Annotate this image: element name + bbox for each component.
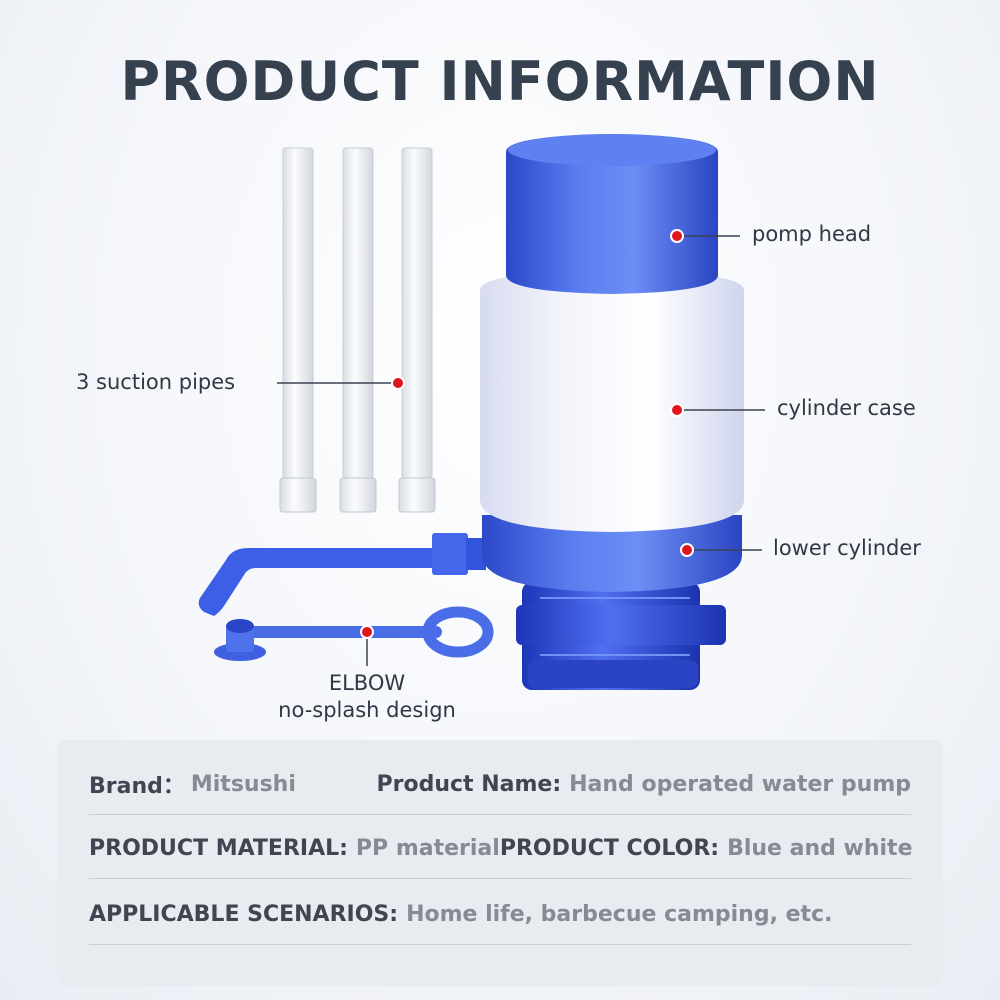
- brand-label: Brand：: [89, 774, 185, 799]
- spec-row-brand: Brand： Mitsushi Product Name: Hand opera…: [89, 754, 911, 815]
- brand-value: Mitsushi: [190, 771, 296, 797]
- label-cylinder-case: cylinder case: [777, 396, 916, 420]
- color-value: Blue and white: [727, 835, 913, 861]
- spec-row-material: PRODUCT MATERIAL: PP material PRODUCT CO…: [89, 818, 913, 879]
- page-title: PRODUCT INFORMATION: [120, 50, 880, 113]
- callout-dots: [360, 229, 694, 639]
- scenarios-label: APPLICABLE SCENARIOS:: [89, 901, 399, 927]
- label-elbow-title: ELBOW: [328, 671, 406, 695]
- label-suction-pipes: 3 suction pipes: [76, 370, 236, 394]
- pump-body: [480, 134, 744, 690]
- product-illustration: [198, 134, 765, 690]
- product-name-value: Hand operated water pump: [569, 771, 911, 797]
- material-value: PP material: [355, 835, 500, 861]
- spec-panel: Brand： Mitsushi Product Name: Hand opera…: [57, 740, 943, 986]
- callout-lines: [277, 235, 765, 666]
- scenarios-value: Home life, barbecue camping, etc.: [406, 901, 833, 927]
- spec-row-scenarios: APPLICABLE SCENARIOS: Home life, barbecu…: [89, 884, 911, 945]
- spout-elbow: [198, 533, 486, 616]
- label-elbow: ELBOW no-splash design: [247, 670, 487, 724]
- label-pump-head: pomp head: [752, 222, 872, 246]
- material-label: PRODUCT MATERIAL:: [89, 835, 348, 861]
- product-name-label: Product Name:: [376, 771, 562, 797]
- suction-pipe: [398, 147, 436, 513]
- color-label: PRODUCT COLOR:: [499, 835, 720, 861]
- label-elbow-desc: no-splash design: [278, 698, 456, 722]
- suction-pipes: [279, 147, 436, 513]
- label-lower-cylinder: lower cylinder: [773, 536, 921, 560]
- cap-key-tool: [214, 606, 494, 661]
- suction-pipe: [279, 147, 317, 513]
- suction-pipe: [339, 147, 377, 513]
